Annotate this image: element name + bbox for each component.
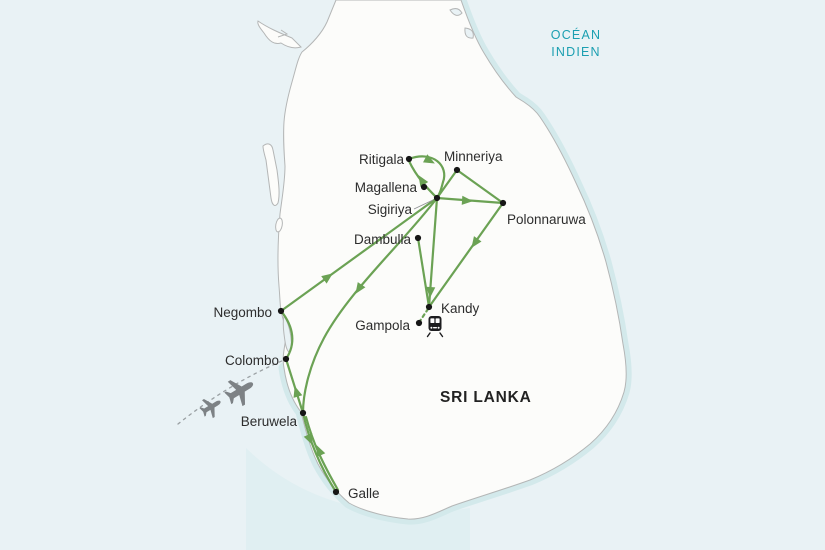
flight-path xyxy=(177,359,285,425)
route-arrow-negombo-sigiriya xyxy=(321,273,333,284)
train-icon xyxy=(426,316,444,338)
city-label-ritigala: Ritigala xyxy=(359,152,405,167)
route-negombo-sigiriya xyxy=(279,196,439,313)
city-marker-magallena xyxy=(420,183,428,191)
route-polonnaruwa-kandy xyxy=(427,201,505,309)
route-arrow-beruwela-galle xyxy=(303,432,313,445)
city-label-polonnaruwa: Polonnaruwa xyxy=(507,212,586,227)
city-marker-colombo xyxy=(282,355,290,363)
route-arrow-beruwela-colombo xyxy=(293,386,303,398)
train-light-left xyxy=(430,326,433,329)
city-label-kandy: Kandy xyxy=(441,301,480,316)
route-arrow-galle-beruwela xyxy=(316,445,326,458)
train-window-right xyxy=(435,318,440,323)
route-beruwela-colombo xyxy=(284,357,305,415)
train-rails xyxy=(426,332,444,338)
island-outline xyxy=(277,0,627,520)
city-label-sigiriya: Sigiriya xyxy=(368,202,413,217)
train-body xyxy=(428,316,442,331)
west-coast-strip xyxy=(262,143,280,206)
city-marker-dambulla xyxy=(414,234,422,242)
city-label-gampola: Gampola xyxy=(355,318,410,333)
city-marker-polonnaruwa xyxy=(499,199,507,207)
route-arrow-ritigala-sigiriya-loop xyxy=(423,154,435,164)
flight-layer xyxy=(177,359,285,425)
train-window-left xyxy=(430,318,435,323)
train-door-slot xyxy=(433,327,437,329)
northeast-lagoon-2 xyxy=(464,27,474,39)
route-arrow-sigiriya-ritigala xyxy=(418,175,429,187)
routes-layer xyxy=(279,154,505,494)
city-label-beruwela: Beruwela xyxy=(241,414,298,429)
city-marker-galle xyxy=(332,488,340,496)
leader-line-sigiriya xyxy=(413,199,434,210)
city-label-minneriya: Minneriya xyxy=(444,149,503,164)
route-kandy-gampola-train xyxy=(418,307,430,323)
peninsula-inner-spit xyxy=(277,29,289,38)
city-label-dambulla: Dambulla xyxy=(354,232,412,247)
shallow-water-wash xyxy=(246,448,470,550)
route-polonnaruwa-minneriya xyxy=(455,168,505,205)
city-marker-ritigala xyxy=(405,155,413,163)
city-marker-sigiriya xyxy=(433,194,441,202)
ocean-label-line2: INDIEN xyxy=(551,45,601,59)
northwest-peninsula xyxy=(257,20,302,49)
west-coast-islet xyxy=(275,217,283,233)
city-marker-minneriya xyxy=(453,166,461,174)
city-label-colombo: Colombo xyxy=(225,353,279,368)
route-negombo-colombo xyxy=(279,309,294,361)
route-arrow-sigiriya-beruwela xyxy=(355,282,366,294)
route-beruwela-galle xyxy=(301,411,338,494)
airplane-icon xyxy=(199,399,221,419)
city-label-negombo: Negombo xyxy=(213,305,272,320)
airplane-icon xyxy=(224,380,254,407)
route-arrow-sigiriya-kandy xyxy=(426,286,436,298)
route-sigiriya-beruwela xyxy=(301,196,439,415)
route-dambulla-kandy xyxy=(416,236,431,309)
city-marker-beruwela xyxy=(299,409,307,417)
country-label: SRI LANKA xyxy=(440,389,532,406)
route-arrow-sigiriya-polonnaruwa xyxy=(461,195,473,205)
icons-layer xyxy=(426,316,444,338)
city-marker-negombo xyxy=(277,307,285,315)
city-marker-kandy xyxy=(425,303,433,311)
city-marker-gampola xyxy=(415,319,423,327)
northeast-lagoon-1 xyxy=(449,8,463,16)
cities-layer: Ritigala MinneriyaMagallenaSigiriyaPolonn… xyxy=(213,149,586,501)
train-light-right xyxy=(437,326,440,329)
city-label-magallena: Magallena xyxy=(355,180,418,195)
route-arrow-polonnaruwa-kandy xyxy=(471,236,482,248)
ocean-label-line1: OCÉAN xyxy=(551,27,601,42)
city-label-galle: Galle xyxy=(348,486,380,501)
